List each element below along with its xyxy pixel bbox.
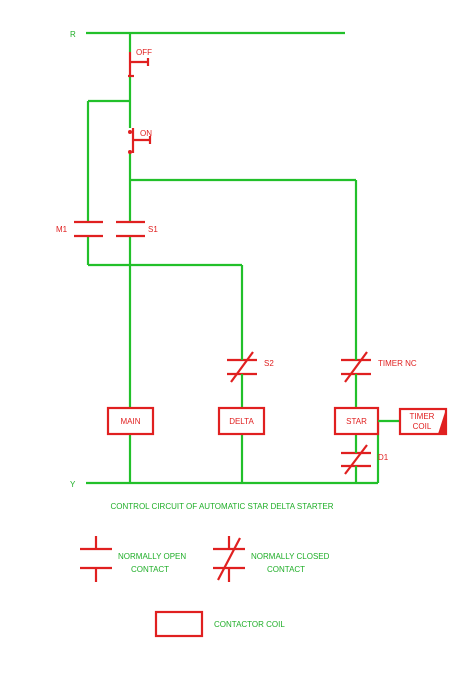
timer-coil <box>398 407 448 436</box>
main-coil-label: MAIN <box>121 417 141 426</box>
timer-coil-marker <box>438 409 446 434</box>
star-coil <box>333 406 380 436</box>
legend-nc-symbol <box>213 536 245 582</box>
legend-nc-label-2: CONTACT <box>267 565 305 574</box>
off-pushbutton <box>128 52 150 78</box>
s1-label: S1 <box>148 225 158 234</box>
legend-nc-label-1: NORMALLY CLOSED <box>251 552 330 561</box>
legend-no-label-2: CONTACT <box>131 565 169 574</box>
s1-contact <box>116 220 145 238</box>
timer-nc-label: TIMER NC <box>378 359 417 368</box>
legend-coil-label: CONTACTOR COIL <box>214 620 285 629</box>
legend-no-symbol <box>80 536 112 582</box>
timer-coil-label-line1: TIMER <box>410 412 435 421</box>
legend-no-label-1: NORMALLY OPEN <box>118 552 186 561</box>
d1-contact <box>341 444 371 475</box>
s2-label: S2 <box>264 359 274 368</box>
delta-coil <box>217 406 266 436</box>
m1-label: M1 <box>56 225 68 234</box>
on-label: ON <box>140 129 152 138</box>
off-label: OFF <box>136 48 152 57</box>
d1-label: D1 <box>378 453 389 462</box>
timer-coil-label-line2: COIL <box>413 422 432 431</box>
main-coil <box>106 406 155 436</box>
m1-contact <box>74 220 103 238</box>
on-pushbutton <box>128 128 152 154</box>
timer-nc-contact <box>341 351 371 383</box>
s2-contact <box>227 351 257 383</box>
rail-y-label: Y <box>70 480 76 489</box>
legend-coil-symbol <box>154 610 204 638</box>
delta-coil-label: DELTA <box>229 417 254 426</box>
rail-r-label: R <box>70 30 76 39</box>
diagram-caption: CONTROL CIRCUIT OF AUTOMATIC STAR DELTA … <box>111 502 334 511</box>
star-coil-label: STAR <box>346 417 367 426</box>
